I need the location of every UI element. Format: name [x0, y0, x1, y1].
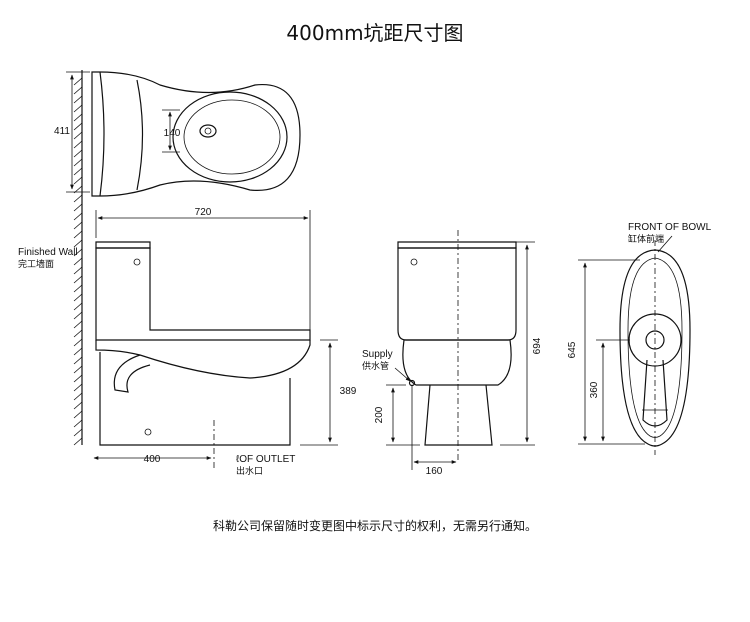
- wall-hatch-line: [73, 95, 83, 104]
- dim-411: 411: [54, 126, 70, 137]
- front-of-bowl-label: FRONT OF BOWL: [628, 222, 712, 233]
- wall-hatch-line: [73, 86, 83, 95]
- wall-hatch-line: [73, 158, 83, 167]
- wall-hatch-line: [73, 329, 83, 338]
- wall-hatch-line: [73, 374, 83, 383]
- wall-hatch-line: [73, 140, 83, 149]
- wall-hatch-line: [73, 347, 83, 356]
- dim-694: 694: [532, 337, 543, 354]
- wall-hatch-line: [73, 428, 83, 437]
- wall-hatch-line: [73, 410, 83, 419]
- wall-hatch-line: [73, 266, 83, 275]
- front-view: [386, 230, 535, 470]
- finished-wall-label-cn: 完工墙面: [18, 258, 54, 270]
- wall-hatch-line: [73, 338, 83, 347]
- wall-hatch-line: [73, 419, 83, 428]
- dim-400: 400: [144, 454, 161, 465]
- wall-hatch-line: [73, 320, 83, 329]
- wall-hatch-line: [73, 257, 83, 266]
- wall-hatch-line: [73, 122, 83, 131]
- wall-hatch-line: [73, 203, 83, 212]
- dim-160: 160: [426, 466, 443, 477]
- dim-360: 360: [589, 381, 600, 398]
- wall-hatch-line: [73, 230, 83, 239]
- wall-hatch-line: [73, 77, 83, 86]
- dim-645: 645: [567, 341, 578, 358]
- wall-hatch-line: [73, 167, 83, 176]
- footnote: 科勒公司保留随时变更图中标示尺寸的权利，无需另行通知。: [213, 518, 537, 533]
- wall-hatch-line: [73, 437, 83, 446]
- dim-389: 389: [340, 386, 357, 397]
- wall-hatch-line: [73, 212, 83, 221]
- wall-hatch-line: [73, 401, 83, 410]
- wall-hatch-line: [73, 293, 83, 302]
- side-view: [93, 210, 338, 470]
- wall-hatch-line: [73, 383, 83, 392]
- finished-wall: [73, 70, 83, 446]
- wall-hatch-line: [73, 113, 83, 122]
- finished-wall-label: Finished Wall: [18, 247, 78, 258]
- dim-140: 140: [164, 128, 181, 139]
- front-of-bowl-label-cn: 缸体前端: [628, 233, 664, 245]
- outlet-label-cn: 出水口: [236, 465, 263, 477]
- wall-hatch-line: [73, 365, 83, 374]
- wall-hatch-line: [73, 275, 83, 284]
- wall-hatch-line: [73, 221, 83, 230]
- wall-hatch-line: [73, 311, 83, 320]
- wall-hatch-line: [73, 392, 83, 401]
- top-view: [66, 71, 301, 197]
- wall-hatch-line: [73, 194, 83, 203]
- supply-label-cn: 供水管: [362, 360, 389, 372]
- wall-hatch-line: [73, 356, 83, 365]
- supply-label: Supply: [362, 349, 393, 360]
- wall-hatch-line: [73, 149, 83, 158]
- wall-hatch-line: [73, 302, 83, 311]
- page-title: 400mm坑距尺寸图: [286, 21, 463, 45]
- dim-720: 720: [195, 207, 212, 218]
- wall-hatch-line: [73, 248, 83, 257]
- outlet-label: ℓOF OUTLET: [236, 454, 295, 465]
- wall-hatch-line: [73, 239, 83, 248]
- wall-hatch-line: [73, 284, 83, 293]
- wall-hatch-line: [73, 176, 83, 185]
- dim-200: 200: [374, 406, 385, 423]
- wall-hatch-line: [73, 104, 83, 113]
- bottom-view: [578, 235, 691, 455]
- wall-hatch-line: [73, 131, 83, 140]
